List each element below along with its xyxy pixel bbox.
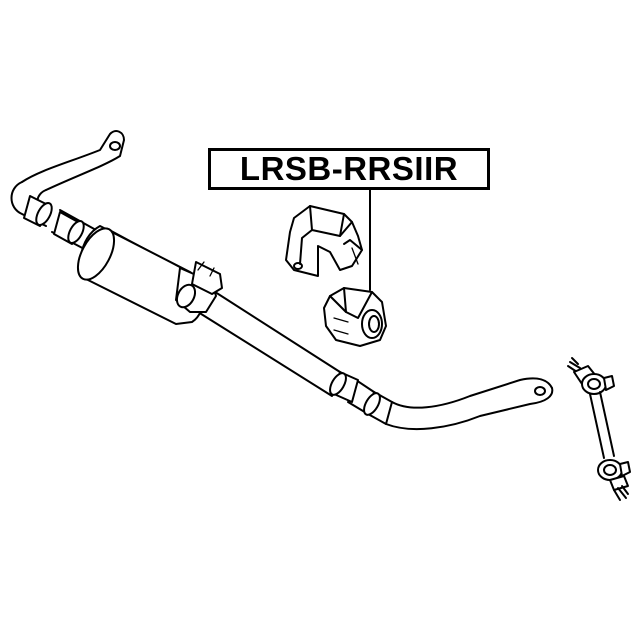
left-rod-collar: [23, 195, 85, 245]
stabilizer-link: [567, 357, 631, 501]
right-rod-collar: [329, 371, 393, 425]
rubber-bushing: [323, 287, 387, 347]
bar-mounted-bushing: [76, 225, 223, 325]
part-number-label: LRSB-RRSIIR: [208, 148, 490, 190]
bushing-bracket: [285, 205, 363, 277]
